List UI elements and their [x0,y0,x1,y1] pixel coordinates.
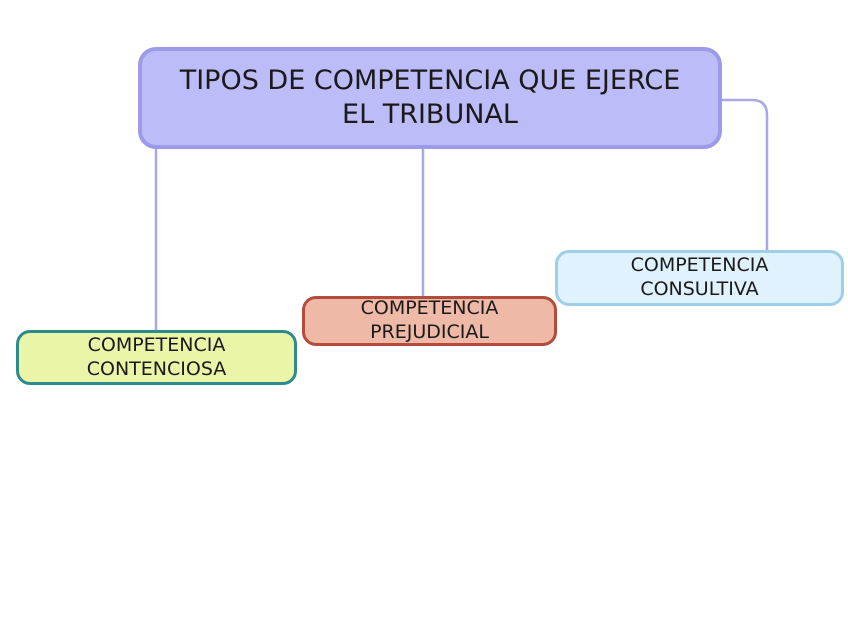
subtopic-contenciosa-line1: COMPETENCIA [87,333,226,356]
root-topic-line1: TIPOS DE COMPETENCIA QUE EJERCE [179,65,681,97]
root-topic[interactable]: TIPOS DE COMPETENCIA QUE EJERCE EL TRIBU… [138,47,722,149]
root-topic-line2: EL TRIBUNAL [342,99,518,130]
subtopic-consultiva-line1: COMPETENCIA [630,254,769,277]
subtopic-prejudicial-line1: COMPETENCIA [360,297,499,320]
subtopic-contenciosa-line2: CONTENCIOSA [86,357,227,380]
subtopic-consultiva[interactable]: COMPETENCIA CONSULTIVA [555,250,844,306]
subtopic-prejudicial-line2: PREJUDICIAL [370,321,489,343]
connector-consultiva [722,98,769,252]
subtopic-prejudicial[interactable]: COMPETENCIA PREJUDICIAL [302,296,557,346]
subtopic-consultiva-line2: CONSULTIVA [640,278,759,300]
subtopic-contenciosa[interactable]: COMPETENCIA CONTENCIOSA [16,330,297,385]
